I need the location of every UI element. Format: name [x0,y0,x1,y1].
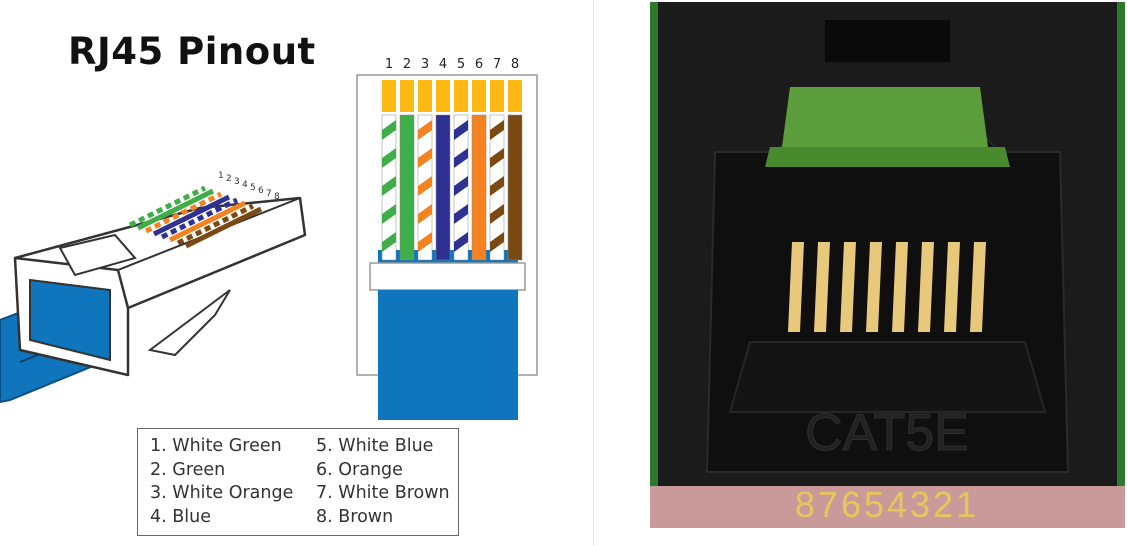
legend-item-8: 8. Brown [316,506,466,530]
legend-item-2: 2. Green [150,459,316,483]
contact-8 [508,80,522,112]
wire-8 [508,80,522,260]
plug-pin-label-1: 1 [218,171,224,181]
plug-pin-label-8: 8 [274,192,280,202]
contact-5 [454,80,468,112]
pin-label-2: 2 [403,57,411,72]
contact-1 [382,80,396,112]
pin-legend: 1. White Green 2. Green 3. White Orange … [137,428,459,536]
pin-number-label: 87654321 [795,484,979,525]
pin-label-7: 7 [493,57,501,72]
legend-item-6: 6. Orange [316,459,466,483]
contact-2 [400,80,414,112]
cable-jacket [378,380,518,420]
jack-lower-lip [730,342,1045,412]
pin-label-5: 5 [457,57,465,72]
pin-label-8: 8 [511,57,519,72]
pin-label-3: 3 [421,57,429,72]
cable-body [378,290,518,380]
crimp-bar [370,263,525,290]
plug-pin-label-5: 5 [250,183,256,193]
plug-pin-label-6: 6 [258,186,264,196]
embossed-label: CAT5E [805,404,969,462]
wire-1 [382,80,396,260]
page-title: RJ45 Pinout [68,30,316,73]
plug-pin-label-7: 7 [266,189,272,199]
contact-4 [436,80,450,112]
wire-7 [490,80,504,260]
legend-item-7: 7. White Brown [316,482,466,506]
jack-photo-panel: CAT5E 87654321 [650,2,1125,528]
legend-item-3: 3. White Orange [150,482,316,506]
rj45-jack-photo: CAT5E 87654321 [650,2,1125,528]
latch-slot [825,20,950,62]
pcb-window-lower [765,147,1010,167]
pcb-edge-left [650,2,658,528]
plug-pin-label-4: 4 [242,180,248,190]
plug-pin-label-3: 3 [234,177,240,187]
legend-item-1: 1. White Green [150,435,316,459]
contact-7 [490,80,504,112]
wire-4 [436,80,450,260]
legend-item-5: 5. White Blue [316,435,466,459]
wire-6 [472,80,486,260]
pcb-edge-right [1117,2,1125,528]
legend-item-4: 4. Blue [150,506,316,530]
pin-label-1: 1 [385,57,393,72]
wire-2 [400,80,414,260]
panel-divider [593,0,594,546]
contact-6 [472,80,486,112]
contact-3 [418,80,432,112]
pin-label-4: 4 [439,57,447,72]
pin-label-6: 6 [475,57,483,72]
plug-pin-label-2: 2 [226,174,232,184]
wire-5 [454,80,468,260]
wire-3 [418,80,432,260]
